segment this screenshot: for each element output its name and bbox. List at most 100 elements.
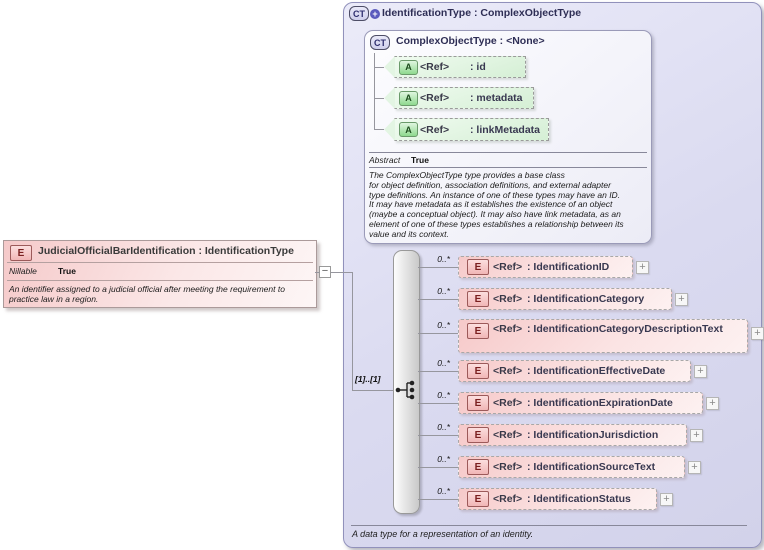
element-ref-row[interactable]: E <Ref> : IdentificationCategory <box>458 288 672 310</box>
divider <box>351 525 747 526</box>
ref-label: <Ref> <box>420 123 450 136</box>
element-ref-row[interactable]: E <Ref> : IdentificationSourceText <box>458 456 685 478</box>
attribute-badge-icon: A <box>399 122 418 137</box>
attribute-ref-metadata[interactable]: A <Ref> : metadata <box>394 87 534 109</box>
expand-plus-icon[interactable]: + <box>370 8 380 19</box>
element-ref-row[interactable]: E <Ref> : IdentificationCategoryDescript… <box>458 319 748 353</box>
element-description: An identifier assigned to a judicial off… <box>9 284 285 304</box>
connector-stub <box>374 67 384 68</box>
ct-badge-icon: CT <box>349 6 369 21</box>
cardinality-label: 0..* <box>437 320 450 330</box>
attribute-ref-linkmetadata[interactable]: A <Ref> : linkMetadata <box>394 118 549 141</box>
collapse-toggle[interactable]: − <box>319 266 331 278</box>
expand-toggle[interactable]: + <box>706 397 719 410</box>
expand-toggle[interactable]: + <box>636 261 649 274</box>
element-name: : IdentificationCategoryDescriptionText <box>527 323 723 335</box>
element-name: : IdentificationCategory <box>527 293 645 305</box>
connector-line <box>331 272 352 273</box>
element-name: : IdentificationStatus <box>527 493 631 505</box>
connector-stub <box>374 129 384 130</box>
ref-label: <Ref> <box>493 493 523 505</box>
abstract-label: Abstract <box>369 155 401 165</box>
element-name: : IdentificationExpirationDate <box>527 397 673 409</box>
ref-label: <Ref> <box>420 61 450 73</box>
cardinality-label: 0..* <box>437 286 450 296</box>
ref-label: <Ref> <box>493 397 523 409</box>
element-badge-icon: E <box>467 259 489 275</box>
element-title: JudicialOfficialBarIdentification : Iden… <box>38 245 294 257</box>
element-declaration-box[interactable]: E JudicialOfficialBarIdentification : Id… <box>3 240 317 308</box>
ref-label: <Ref> <box>420 92 450 104</box>
nillable-label: Nillable <box>9 266 37 276</box>
element-badge-icon: E <box>467 395 489 411</box>
connector-line <box>352 272 353 390</box>
connector-line <box>418 403 458 404</box>
divider <box>7 262 313 263</box>
expand-toggle[interactable]: + <box>675 293 688 306</box>
expand-toggle[interactable]: + <box>690 429 703 442</box>
attribute-badge-icon: A <box>399 90 418 106</box>
connector-line <box>418 333 458 334</box>
nillable-value: True <box>58 266 76 276</box>
element-badge-icon: E <box>467 363 489 379</box>
cardinality-label: 0..* <box>437 358 450 368</box>
sequence-compositor-bar[interactable] <box>393 250 420 514</box>
type-annotation: A data type for a representation of an i… <box>352 529 534 539</box>
cardinality-label: 0..* <box>437 422 450 432</box>
connector-line <box>418 299 458 300</box>
element-badge-icon: E <box>467 323 489 339</box>
connector-line <box>418 435 458 436</box>
element-ref-row[interactable]: E <Ref> : IdentificationEffectiveDate <box>458 360 691 382</box>
occurrence-label: [1]..[1] <box>355 374 381 384</box>
divider <box>369 167 647 168</box>
connector-line <box>315 272 319 273</box>
complex-type-badge[interactable]: CT+ <box>349 6 380 21</box>
connector-line <box>352 390 397 391</box>
element-ref-row[interactable]: E <Ref> : IdentificationID <box>458 256 633 278</box>
ref-label: <Ref> <box>493 261 523 273</box>
element-badge-icon: E <box>467 459 489 475</box>
cardinality-label: 0..* <box>437 486 450 496</box>
attribute-name: : metadata <box>470 92 523 104</box>
attribute-connector-line <box>374 53 375 129</box>
divider <box>369 152 647 153</box>
attribute-name: : id <box>470 61 486 73</box>
element-name: : IdentificationEffectiveDate <box>527 365 666 377</box>
ref-label: <Ref> <box>493 323 523 335</box>
element-badge-icon: E <box>10 245 32 261</box>
expand-toggle[interactable]: + <box>660 493 673 506</box>
cardinality-label: 0..* <box>437 254 450 264</box>
cardinality-label: 0..* <box>437 454 450 464</box>
ref-label: <Ref> <box>493 365 523 377</box>
connector-line <box>418 371 458 372</box>
ref-label: <Ref> <box>493 429 523 441</box>
attribute-ref-id[interactable]: A <Ref> : id <box>394 56 526 78</box>
element-ref-row[interactable]: E <Ref> : IdentificationExpirationDate <box>458 392 703 414</box>
connector-line <box>418 499 458 500</box>
sequence-icon <box>395 380 415 400</box>
expand-toggle[interactable]: + <box>751 327 764 340</box>
element-ref-row[interactable]: E <Ref> : IdentificationJurisdiction <box>458 424 687 446</box>
expand-toggle[interactable]: + <box>694 365 707 378</box>
base-type-box: CT ComplexObjectType : <None> A <Ref> : … <box>364 30 652 244</box>
cardinality-label: 0..* <box>437 390 450 400</box>
complex-type-title: IdentificationType : ComplexObjectType <box>382 7 582 19</box>
expand-toggle[interactable]: + <box>688 461 701 474</box>
attribute-badge-icon: A <box>399 59 418 75</box>
attribute-name: : linkMetadata <box>470 123 541 136</box>
ct-badge-icon: CT <box>370 35 390 50</box>
connector-line <box>418 467 458 468</box>
element-name: : IdentificationSourceText <box>527 461 656 473</box>
ref-label: <Ref> <box>493 461 523 473</box>
abstract-value: True <box>411 155 429 165</box>
element-badge-icon: E <box>467 427 489 443</box>
element-badge-icon: E <box>467 491 489 507</box>
element-badge-icon: E <box>467 291 489 307</box>
element-name: : IdentificationID <box>527 261 610 273</box>
connector-stub <box>374 98 384 99</box>
element-ref-row[interactable]: E <Ref> : IdentificationStatus <box>458 488 657 510</box>
element-name: : IdentificationJurisdiction <box>527 429 659 441</box>
connector-line <box>418 267 458 268</box>
ref-label: <Ref> <box>493 293 523 305</box>
